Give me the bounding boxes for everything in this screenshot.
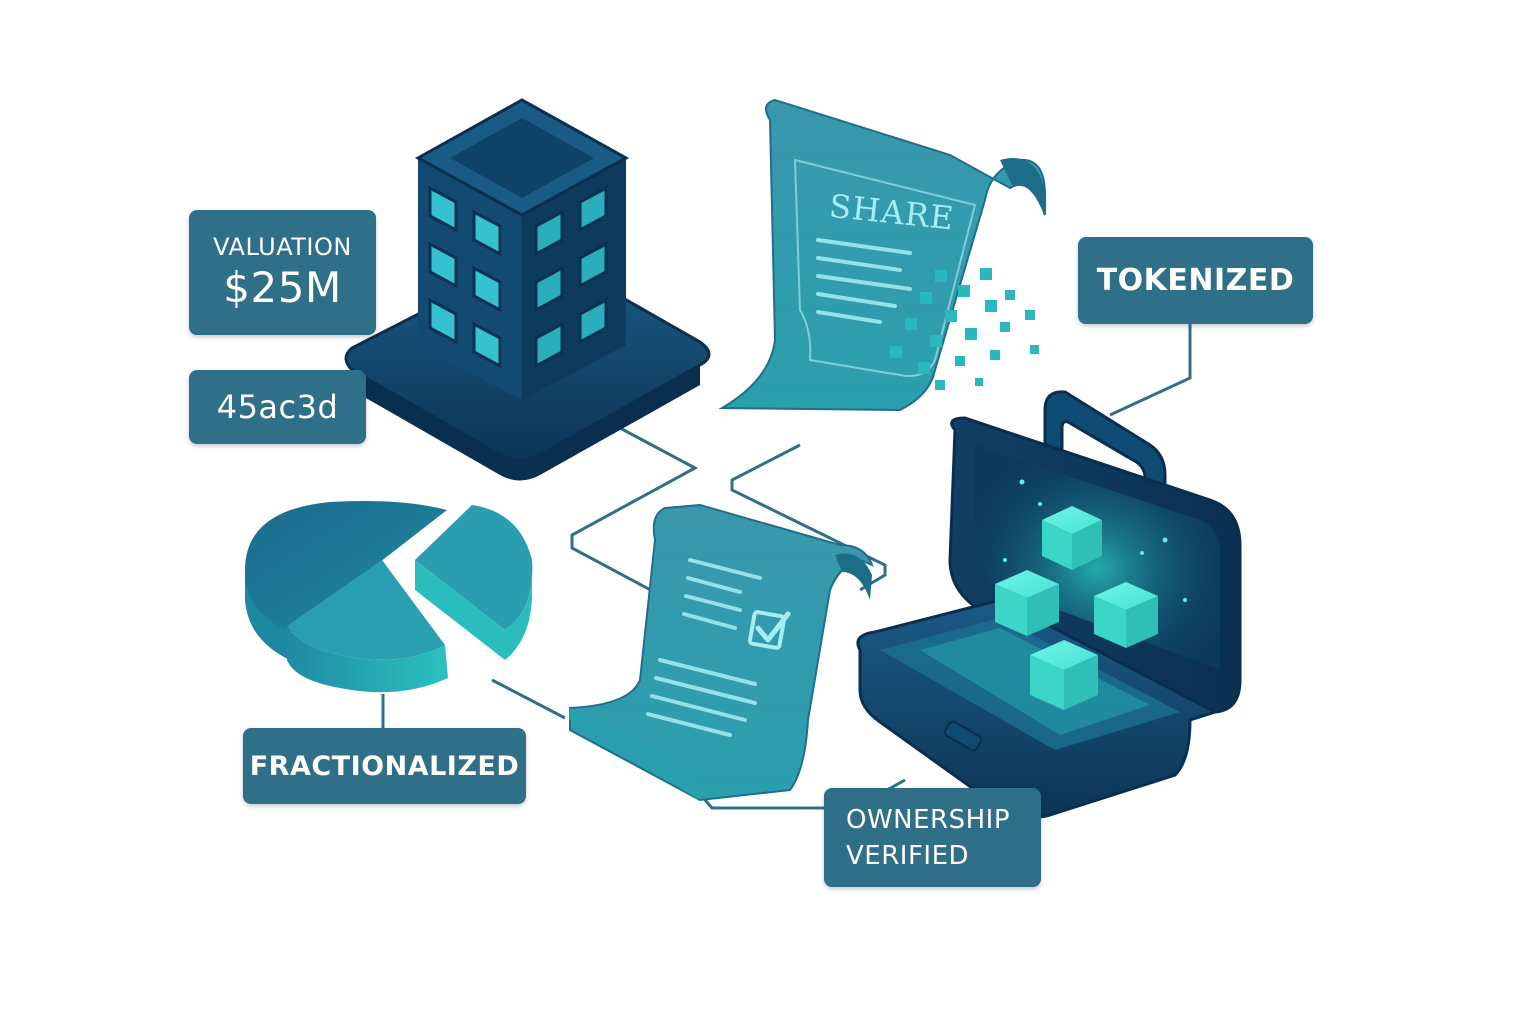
briefcase-illustration bbox=[856, 390, 1242, 819]
share-certificate-paper bbox=[718, 98, 1046, 412]
pie-chart-illustration bbox=[245, 501, 533, 693]
checkmark-icon bbox=[755, 611, 791, 643]
valuation-amount: $25M bbox=[223, 263, 342, 312]
tokenization-pixels bbox=[890, 268, 1039, 390]
hash-value: 45ac3d bbox=[216, 388, 339, 426]
pie-main-top bbox=[245, 501, 447, 632]
building-illustration bbox=[344, 98, 711, 481]
hash-label: 45ac3d bbox=[189, 370, 366, 444]
smart-contract-scroll bbox=[569, 503, 874, 802]
pie-slice-right-side bbox=[415, 560, 533, 660]
smart-contract-lines bbox=[646, 558, 762, 737]
pie-main-side bbox=[245, 570, 290, 660]
share-certificate-frame bbox=[793, 158, 977, 377]
share-certificate-curl bbox=[1000, 158, 1045, 215]
building-windows-left bbox=[428, 185, 502, 369]
building-windows-right bbox=[534, 185, 608, 369]
building-roof-inset bbox=[450, 118, 594, 198]
smart-contract-curl bbox=[835, 553, 872, 600]
smart-contract-paper bbox=[569, 503, 874, 802]
valuation-label: VALUATION $25M bbox=[189, 210, 376, 335]
fractionalized-text: FRACTIONALIZED bbox=[249, 750, 520, 782]
connector-lines bbox=[381, 324, 1192, 810]
share-certificate-lines bbox=[816, 238, 912, 324]
ownership-line-1: OWNERSHIP bbox=[846, 804, 1011, 835]
token-cube-right bbox=[1094, 582, 1158, 648]
checkmark-box bbox=[747, 610, 787, 650]
smart-contract-bottom-curl bbox=[569, 708, 700, 800]
valuation-caption: VALUATION bbox=[213, 233, 352, 261]
share-certificate: SHARE bbox=[718, 98, 1046, 412]
connector-pie-to-contract bbox=[491, 678, 566, 720]
tokenized-label: TOKENIZED bbox=[1078, 237, 1313, 324]
connector-share-to-contract bbox=[730, 443, 887, 592]
ownership-line-2: VERIFIED bbox=[846, 840, 970, 871]
connector-building-to-contract bbox=[570, 426, 699, 597]
connector-tokenized-to-case bbox=[1109, 324, 1192, 417]
building-base-side bbox=[352, 365, 700, 481]
fractionalized-label: FRACTIONALIZED bbox=[243, 728, 526, 804]
briefcase-sparkles bbox=[1003, 479, 1187, 602]
tokenized-text: TOKENIZED bbox=[1096, 263, 1295, 298]
token-cube-top bbox=[1042, 506, 1102, 570]
ownership-verified-label: OWNERSHIP VERIFIED bbox=[824, 788, 1041, 887]
pie-slice-right bbox=[415, 505, 533, 630]
briefcase-latch bbox=[943, 720, 983, 752]
pie-slice-front bbox=[287, 560, 445, 660]
pie-slice-front-side bbox=[287, 626, 448, 693]
token-cube-bottom bbox=[1030, 640, 1098, 710]
token-cube-left bbox=[995, 570, 1059, 636]
